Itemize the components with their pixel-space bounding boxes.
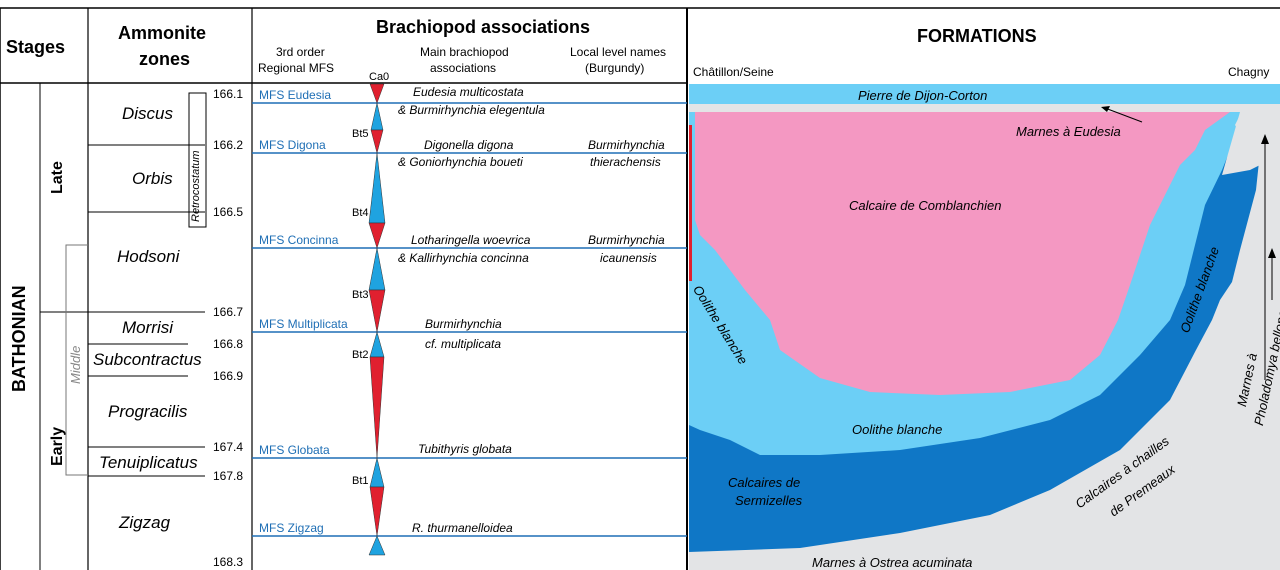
local-header-line2: (Burgundy) <box>585 62 644 74</box>
cycle-ca0-regressive <box>370 84 384 103</box>
cycle-ca-transgressive <box>369 536 385 555</box>
mfs-header-line2: Regional MFS <box>258 62 334 74</box>
unit-marnes-eudesia <box>689 104 1280 112</box>
cycle-bt5-regressive <box>371 130 383 153</box>
assoc-multiplicata-2: cf. multiplicata <box>425 338 501 350</box>
cycle-bt3-transgressive <box>369 248 385 290</box>
cycle-bt5-transgressive <box>371 103 383 130</box>
assoc-digona-1: Digonella digona <box>424 139 513 151</box>
zone-discus: Discus <box>122 105 173 122</box>
age-label: 166.9 <box>213 370 243 382</box>
age-label: 166.7 <box>213 306 243 318</box>
cycle-bt2-transgressive <box>370 332 384 357</box>
ammonite-zones-header-line2: zones <box>139 50 190 68</box>
ammonite-zones-header-line1: Ammonite <box>118 24 206 42</box>
fm-sermizelles-1: Calcaires de <box>728 476 800 489</box>
cycle-bt4-transgressive <box>369 153 385 223</box>
assoc-header-line2: associations <box>430 62 496 74</box>
assoc-concinna-2: & Kallirhynchia concinna <box>398 252 529 264</box>
age-label: 166.1 <box>213 88 243 100</box>
fm-sermizelles-2: Sermizelles <box>735 494 802 507</box>
fm-marnes-ostrea: Marnes à Ostrea acuminata <box>812 556 972 569</box>
zone-orbis: Orbis <box>132 170 173 187</box>
assoc-concinna-1: Lotharingella woevrica <box>411 234 530 246</box>
assoc-eudesia-1: Eudesia multicostata <box>413 86 524 98</box>
fm-marnes-eudesia: Marnes à Eudesia <box>1016 125 1121 138</box>
stage-bathonian: BATHONIAN <box>10 285 28 392</box>
fm-pierre-dijon-corton: Pierre de Dijon-Corton <box>858 89 987 102</box>
substage-middle: Middle <box>69 346 82 384</box>
left-locality: Châtillon/Seine <box>693 66 774 78</box>
age-label: 167.8 <box>213 470 243 482</box>
local-icaunensis-1: Burmirhynchia <box>588 234 665 246</box>
comblanchien-bracket <box>689 125 692 281</box>
assoc-eudesia-2: & Burmirhynchia elegentula <box>398 104 545 116</box>
assoc-header-line1: Main brachiopod <box>420 46 509 58</box>
age-label: 166.8 <box>213 338 243 350</box>
fm-calcaire-comblanchien: Calcaire de Comblanchien <box>849 199 1001 212</box>
local-thierachensis-1: Burmirhynchia <box>588 139 665 151</box>
mfs-label-digona: MFS Digona <box>259 139 326 151</box>
cycle-label-bt4: Bt4 <box>352 208 369 219</box>
local-header-line1: Local level names <box>570 46 666 58</box>
age-label: 166.5 <box>213 206 243 218</box>
mfs-label-globata: MFS Globata <box>259 444 330 456</box>
cycle-bt4-regressive <box>369 223 385 248</box>
zone-zigzag: Zigzag <box>119 514 170 531</box>
zone-hodsoni: Hodsoni <box>117 248 179 265</box>
subzone-retrocostatum: Retrocostatum <box>191 150 202 222</box>
zone-morrisi: Morrisi <box>122 319 173 336</box>
assoc-globata: Tubithyris globata <box>418 443 512 455</box>
brachiopod-title: Brachiopod associations <box>376 18 590 36</box>
stages-header: Stages <box>6 38 65 56</box>
local-icaunensis-2: icaunensis <box>600 252 657 264</box>
local-thierachensis-2: thierachensis <box>590 156 661 168</box>
cycle-label-bt5: Bt5 <box>352 129 369 140</box>
mfs-label-concinna: MFS Concinna <box>259 234 338 246</box>
mfs-label-zigzag: MFS Zigzag <box>259 522 324 534</box>
assoc-multiplicata-1: Burmirhynchia <box>425 318 502 330</box>
zone-progracilis: Progracilis <box>108 403 187 420</box>
cycle-bt2-regressive <box>370 357 384 458</box>
mfs-header-line1: 3rd order <box>276 46 325 58</box>
age-label: 168.3 <box>213 556 243 568</box>
zone-tenuiplicatus: Tenuiplicatus <box>99 454 198 471</box>
cycle-bt3-regressive <box>369 290 385 332</box>
mfs-label-multiplicata: MFS Multiplicata <box>259 318 348 330</box>
cycle-label-bt3: Bt3 <box>352 290 369 301</box>
cycle-bt1-transgressive <box>370 458 384 487</box>
fm-oolithe-blanche-bottom: Oolithe blanche <box>852 423 942 436</box>
formations-header: FORMATIONS <box>917 27 1037 45</box>
zone-subcontractus: Subcontractus <box>93 351 202 368</box>
age-label: 167.4 <box>213 441 243 453</box>
assoc-digona-2: & Goniorhynchia boueti <box>398 156 523 168</box>
cycle-bt1-regressive <box>370 487 384 536</box>
right-locality: Chagny <box>1228 66 1269 78</box>
mfs-label-eudesia: MFS Eudesia <box>259 89 331 101</box>
age-label: 166.2 <box>213 139 243 151</box>
cycle-label-bt2: Bt2 <box>352 350 369 361</box>
cycle-label-bt1: Bt1 <box>352 476 369 487</box>
cycle-label-ca0: Ca0 <box>369 72 389 83</box>
substage-early: Early <box>50 427 66 466</box>
substage-late: Late <box>50 161 66 194</box>
assoc-zigzag: R. thurmanelloidea <box>412 522 513 534</box>
